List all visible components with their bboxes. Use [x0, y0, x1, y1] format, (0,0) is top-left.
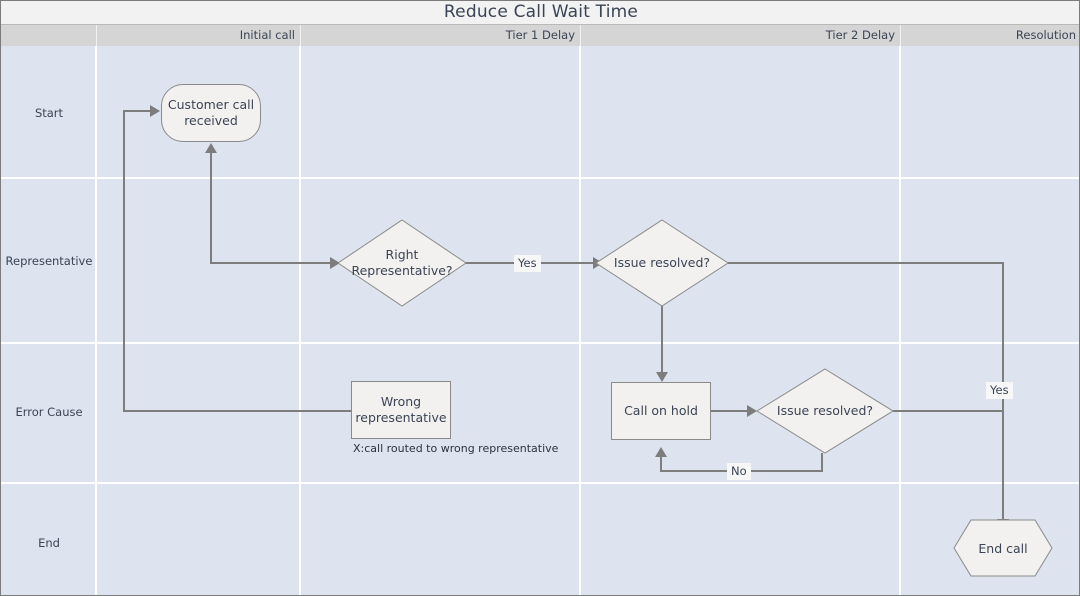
- lane-cell-rep-corner: [1, 179, 97, 344]
- node-label-right-representative: Right Representative?: [351, 247, 453, 278]
- hexagon-shape-end-call: [953, 519, 1053, 577]
- lane-cell-end-corner: [1, 484, 97, 595]
- column-header-resolution: Resolution: [1015, 28, 1076, 42]
- row-label-representative: Representative: [5, 254, 93, 268]
- lane-cell-rep-resolution: [901, 179, 1079, 344]
- lane-cell-end-initial-call: [97, 484, 301, 595]
- edge-label-right-rep-yes: Yes: [514, 255, 541, 272]
- arrowhead-into-call-on-hold-bottom: [655, 447, 667, 457]
- edge-label-tier2-resolved-no: No: [727, 463, 751, 480]
- arrowhead-into-customer-call-left: [150, 105, 160, 117]
- row-label-error-cause: Error Cause: [15, 405, 83, 419]
- title-bar: Reduce Call Wait Time: [1, 1, 1079, 25]
- connector-wrongrep-to-start-v: [123, 111, 125, 411]
- lane-cell-err-resolution: [901, 344, 1079, 484]
- lane-cell-rep-initial-call: [97, 179, 301, 344]
- connector-start-to-rightrep-v: [210, 153, 212, 263]
- node-label-issue-resolved-tier2: Issue resolved?: [776, 403, 874, 418]
- arrowhead-into-right-representative: [330, 257, 340, 269]
- row-label-start: Start: [34, 106, 64, 120]
- column-header-tier-1-delay: Tier 1 Delay: [301, 25, 581, 46]
- column-header-tier-2-delay: Tier 2 Delay: [581, 25, 901, 46]
- node-issue-resolved-tier1[interactable]: Issue resolved?: [595, 219, 729, 307]
- node-end-call[interactable]: End call: [953, 519, 1053, 577]
- node-wrong-representative[interactable]: Wrong representative: [351, 381, 451, 439]
- connector-tier2-no-v2: [660, 457, 662, 471]
- connector-wrongrep-to-start-h2: [123, 110, 152, 112]
- arrowhead-into-customer-call-bottom: [205, 143, 217, 153]
- column-header-corner: [1, 25, 97, 46]
- column-header-band: Initial call Tier 1 Delay Tier 2 Delay R…: [1, 25, 1079, 46]
- node-label-customer-call-received: Customer call received: [167, 97, 255, 128]
- lane-cell-end-tier-2: [581, 484, 901, 595]
- diamond-shape-issue-resolved-tier2: [756, 368, 894, 454]
- connector-tier1-to-hold-v: [661, 306, 663, 374]
- connector-tier2-yes-h: [893, 410, 1004, 412]
- node-issue-resolved-tier2[interactable]: Issue resolved?: [756, 368, 894, 454]
- connector-hold-to-tier2-h: [711, 410, 751, 412]
- diamond-shape-right-representative: [337, 219, 467, 307]
- lane-cell-end-tier-1: [301, 484, 581, 595]
- annotation-wrong-representative: X:call routed to wrong representative: [353, 442, 559, 455]
- node-call-on-hold[interactable]: Call on hold: [611, 382, 711, 440]
- node-label-end-call: End call: [978, 540, 1028, 556]
- arrowhead-into-call-on-hold: [656, 372, 668, 382]
- node-label-issue-resolved-tier1: Issue resolved?: [613, 255, 711, 270]
- connector-tier1-yes-h: [728, 262, 1004, 264]
- lane-cell-start-tier-1: [301, 46, 581, 179]
- lane-cell-start-corner: [1, 46, 97, 179]
- node-right-representative[interactable]: Right Representative?: [337, 219, 467, 307]
- column-header-initial-call: Initial call: [97, 25, 301, 46]
- arrowhead-into-issue-resolved-tier2: [747, 405, 757, 417]
- row-label-end: End: [38, 536, 60, 550]
- lane-cell-start-tier-2: [581, 46, 901, 179]
- lane-cell-err-corner: [1, 344, 97, 484]
- lane-cell-err-initial-call: [97, 344, 301, 484]
- connector-tier2-no-v1: [821, 453, 823, 472]
- page-title: Reduce Call Wait Time: [443, 2, 639, 22]
- node-label-wrong-representative: Wrong representative: [355, 394, 447, 425]
- lane-cell-start-resolution: [901, 46, 1079, 179]
- node-customer-call-received[interactable]: Customer call received: [161, 84, 261, 142]
- diamond-shape-issue-resolved-tier1: [595, 219, 729, 307]
- connector-wrongrep-to-start-h1: [123, 410, 351, 412]
- node-label-call-on-hold: Call on hold: [624, 403, 698, 418]
- connector-start-to-rightrep-h: [210, 262, 332, 264]
- edge-label-tier1-resolved-yes: Yes: [986, 382, 1013, 399]
